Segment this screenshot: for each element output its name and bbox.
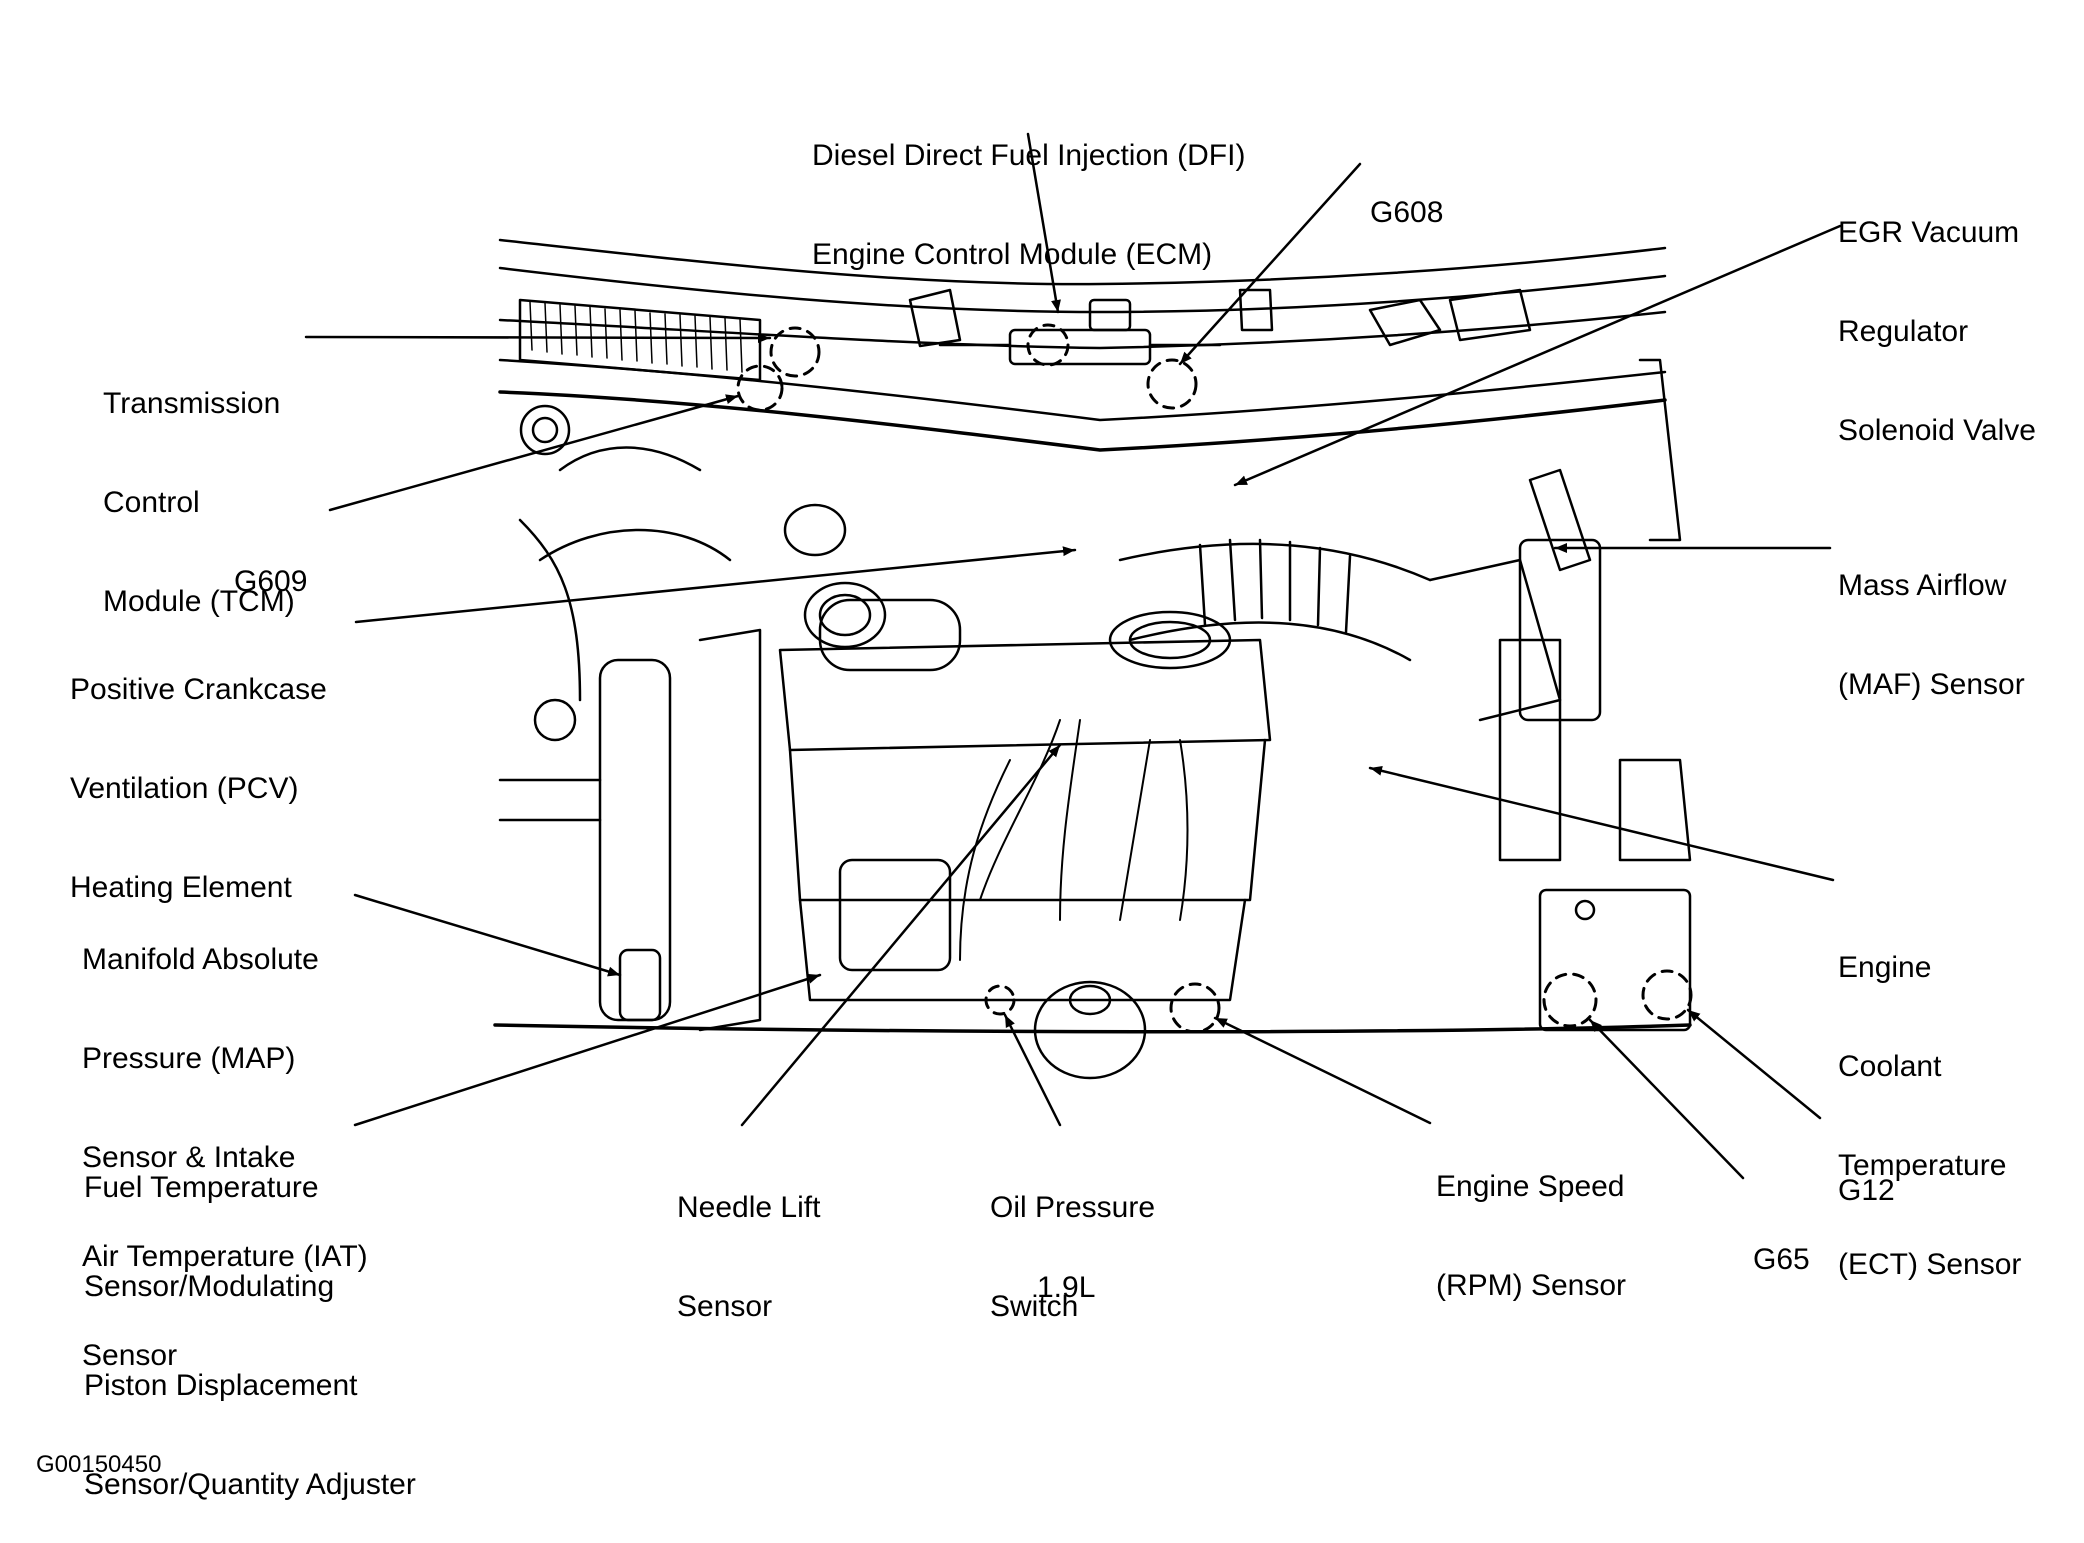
tcm-location-circle (769, 326, 821, 378)
g609-location-circle (736, 364, 784, 412)
map-leader (353, 893, 622, 977)
pcv-label: Positive Crankcase Ventilation (PCV) Hea… (70, 673, 327, 904)
rpm-label: Engine Speed (RPM) Sensor (1436, 1170, 1627, 1302)
figure-code: G00150450 (36, 1451, 162, 1478)
g12-label: G12 (1838, 1174, 1895, 1207)
g609-label: G609 (234, 565, 308, 598)
engine-block (538, 446, 1272, 1080)
oil-location-circle (984, 984, 1016, 1016)
ecm-location-circle (1026, 323, 1070, 367)
right-components (1498, 358, 1692, 1032)
injector-lines (959, 719, 1189, 961)
ecm-connector (938, 298, 1222, 366)
g608-leader (1178, 162, 1362, 366)
ecm-leader (1026, 132, 1061, 314)
bottom-frame-line (493, 1023, 1692, 1034)
intake-hose (1118, 468, 1602, 722)
oil-leader (1003, 1013, 1062, 1127)
fuel-leader (353, 973, 822, 1127)
ecm-label: Diesel Direct Fuel Injection (DFI) Engin… (812, 139, 1246, 271)
tcm-label: Transmission Control Module (TCM) (103, 387, 295, 618)
needle-leader (740, 743, 1062, 1127)
maf-label: Mass Airflow (MAF) Sensor (1838, 569, 2025, 701)
rpm-leader (1213, 1016, 1432, 1125)
pcv-leader (354, 546, 1077, 624)
cowl-panel (498, 238, 1667, 452)
rpm-location-circle (1169, 982, 1221, 1034)
tcm-leader (304, 332, 772, 343)
egr-label: EGR Vacuum Regulator Solenoid Valve (1838, 216, 2036, 447)
g65-label: G65 (1753, 1243, 1810, 1276)
g12-location-circle (1641, 969, 1693, 1021)
ect-label: Engine Coolant Temperature (ECT) Sensor (1838, 951, 2022, 1281)
cowl-grille (529, 301, 743, 373)
fuel-label: Fuel Temperature Sensor/Modulating Pisto… (84, 1171, 416, 1501)
g609-leader (328, 394, 740, 512)
map-label: Manifold Absolute Pressure (MAP) Sensor … (82, 943, 368, 1372)
left-components (498, 404, 762, 1032)
engine-caption: 1.9L (1037, 1271, 1096, 1304)
g65-location-circle (1542, 972, 1598, 1028)
leader-lines (304, 132, 1842, 1180)
g608-location-circle (1146, 358, 1198, 410)
g65-leader (1588, 1018, 1745, 1180)
g12-leader (1686, 1008, 1822, 1120)
location-circles (736, 323, 1693, 1034)
oil-label: Oil Pressure Switch (990, 1191, 1156, 1323)
needle-label: Needle Lift Sensor (677, 1191, 821, 1323)
ect-leader (1368, 765, 1835, 882)
g608-label: G608 (1370, 196, 1444, 229)
egr-leader (1233, 224, 1842, 487)
